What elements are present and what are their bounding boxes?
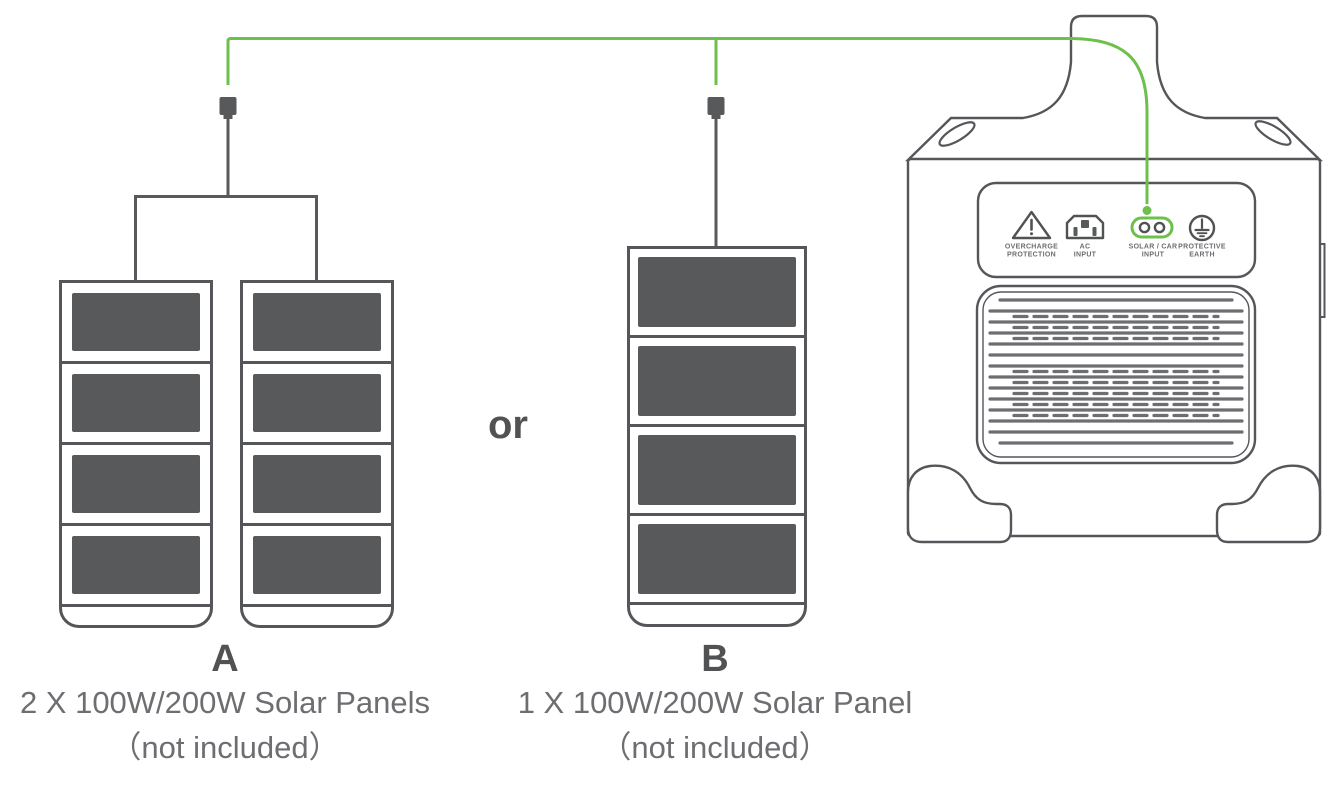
panel-section bbox=[62, 283, 210, 364]
solar-cell bbox=[638, 435, 796, 505]
panel-section bbox=[62, 364, 210, 445]
solar-cell bbox=[72, 536, 200, 594]
port-label-earth-line2: EARTH bbox=[1189, 252, 1215, 259]
panel-section bbox=[243, 283, 391, 364]
splitter-cable bbox=[134, 119, 318, 280]
panel-section bbox=[243, 364, 391, 445]
port-label-solar-line2: INPUT bbox=[1142, 252, 1165, 259]
panel-base bbox=[62, 607, 210, 625]
ports-panel bbox=[976, 181, 1257, 279]
option-a-letter: A bbox=[211, 638, 239, 680]
option-b-description: 1 X 100W/200W Solar Panel bbox=[517, 685, 913, 720]
dc-connector-a bbox=[219, 97, 237, 119]
option-a-note: （not included） bbox=[110, 730, 340, 765]
solar-panel-b bbox=[627, 246, 807, 627]
station-handle bbox=[905, 14, 1323, 162]
panel-base bbox=[243, 607, 391, 625]
panel-base bbox=[630, 605, 804, 624]
solar-cell bbox=[638, 346, 796, 416]
solar-cell bbox=[253, 293, 381, 351]
or-label: or bbox=[488, 403, 528, 447]
solar-cell bbox=[638, 257, 796, 327]
solar-cell bbox=[72, 455, 200, 513]
panel-section bbox=[243, 445, 391, 526]
solar-car-input-icon bbox=[1130, 216, 1174, 239]
protective-earth-icon bbox=[1188, 214, 1216, 242]
dc-connector-b bbox=[707, 97, 725, 119]
ac-input-icon bbox=[1065, 214, 1105, 240]
panel-section bbox=[243, 526, 391, 607]
port-label-earth-line1: PROTECTIVE bbox=[1178, 244, 1226, 251]
port-label-ac-line1: AC bbox=[1080, 244, 1091, 251]
option-a-caption: A 2 X 100W/200W Solar Panels （not includ… bbox=[10, 638, 440, 770]
solar-panel-a1 bbox=[59, 280, 213, 628]
panel-section bbox=[630, 516, 804, 605]
panel-section bbox=[630, 249, 804, 338]
vent-grille bbox=[975, 284, 1257, 465]
overcharge-protection-icon bbox=[1011, 210, 1052, 240]
option-a-description: 2 X 100W/200W Solar Panels bbox=[19, 685, 431, 720]
wiring bbox=[134, 37, 1152, 280]
solar-panel-a2 bbox=[240, 280, 394, 628]
solar-cell bbox=[253, 536, 381, 594]
top-slot-left bbox=[938, 121, 976, 147]
solar-cell bbox=[72, 374, 200, 432]
option-b-letter: B bbox=[701, 638, 729, 680]
panel-section bbox=[62, 445, 210, 526]
panel-section bbox=[630, 338, 804, 427]
port-label-overcharge-line1: OVERCHARGE bbox=[1005, 244, 1058, 251]
port-label-overcharge-line2: PROTECTION bbox=[1007, 252, 1056, 259]
panel-section bbox=[62, 526, 210, 607]
option-b-note: （not included） bbox=[600, 730, 830, 765]
solar-cell bbox=[253, 455, 381, 513]
option-b-caption: B 1 X 100W/200W Solar Panel （not include… bbox=[500, 638, 930, 770]
solar-cell bbox=[72, 293, 200, 351]
foot-right bbox=[1215, 464, 1322, 544]
top-slot-right bbox=[1254, 120, 1292, 146]
port-label-solar-line1: SOLAR / CAR bbox=[1129, 244, 1178, 251]
port-label-ac-line2: INPUT bbox=[1074, 252, 1097, 259]
foot-left bbox=[906, 464, 1013, 544]
solar-cell bbox=[638, 524, 796, 594]
side-latch bbox=[1320, 243, 1326, 318]
solar-cable-tip bbox=[1142, 206, 1152, 215]
solar-cell bbox=[253, 374, 381, 432]
power-station: OVERCHARGE PROTECTION AC INPUT SOLAR / C… bbox=[905, 14, 1326, 544]
panel-section bbox=[630, 427, 804, 516]
solar-input-cable bbox=[226, 37, 1149, 204]
